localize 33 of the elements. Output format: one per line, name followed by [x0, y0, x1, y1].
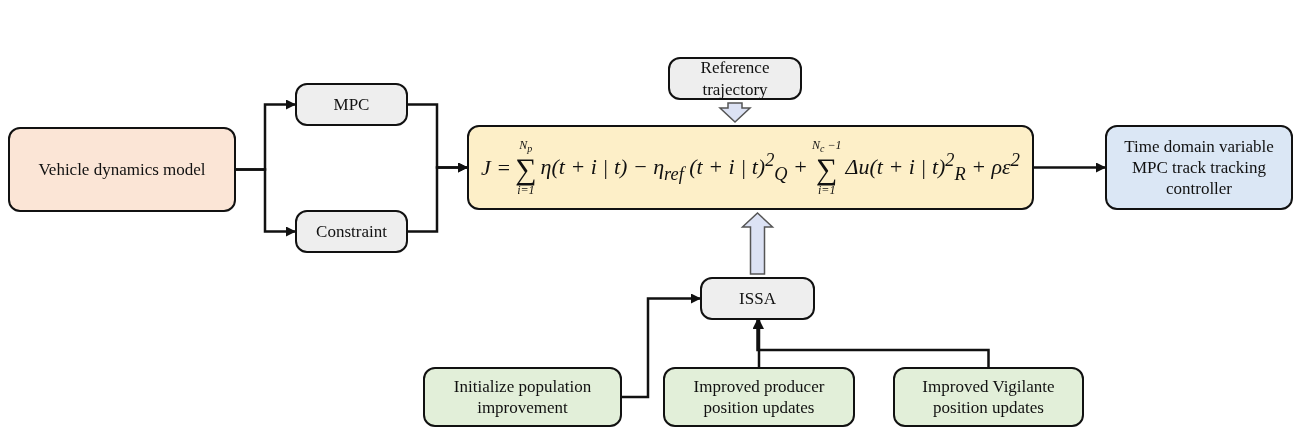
formula-term: η(t + i | t) − η$_{ref}$ (t + i | t)$^{2}$$_{Q}$ + — [540, 149, 808, 186]
process-box — [295, 83, 408, 126]
node-label: Time domain variable MPC track tracking controller — [1123, 135, 1275, 200]
process-box — [663, 367, 855, 427]
summation-sign: ∑ — [816, 154, 838, 185]
summation-limit: N$_{p}$ — [519, 138, 533, 155]
process-box — [893, 367, 1084, 427]
node-label: MPC — [333, 93, 370, 116]
node-label: Initialize population improvement — [452, 375, 593, 419]
node-label: Improved producer position updates — [692, 375, 826, 419]
node-label: Reference trajectory — [699, 57, 771, 100]
block-arrow — [740, 211, 775, 275]
summation-limit: N$_{c}$ −1 — [811, 138, 842, 155]
arrow — [622, 293, 701, 399]
formula-box — [467, 125, 1034, 210]
node-label: Constraint — [316, 220, 387, 243]
node-label: Vehicle dynamics model — [38, 158, 206, 181]
summation-sign: ∑ — [515, 154, 537, 185]
arrow — [408, 162, 468, 233]
formula-term: J = — [481, 153, 512, 182]
block-arrow — [718, 102, 752, 124]
arrow — [1034, 162, 1106, 173]
node-label: ISSA — [739, 287, 776, 310]
node-label: Improved Vigilante position updates — [921, 375, 1056, 419]
process-box — [8, 127, 236, 212]
process-box — [423, 367, 622, 427]
process-box — [668, 57, 802, 100]
arrow — [236, 168, 296, 237]
arrow — [752, 319, 990, 367]
formula-term: Δu(t + i | t)$^{2}$$_{R}$ + ρε$^{2}$ — [845, 149, 1020, 186]
process-box — [700, 277, 815, 320]
process-box — [295, 210, 408, 253]
process-box — [1105, 125, 1293, 210]
